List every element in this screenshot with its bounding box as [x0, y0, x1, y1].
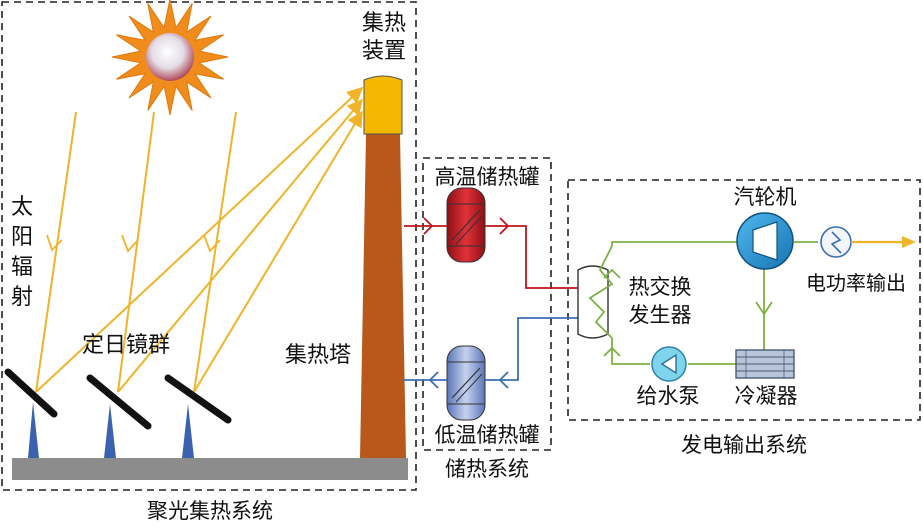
solar-radiation-char-1: 太: [11, 195, 33, 220]
heliostats-label: 定日镜群: [82, 333, 170, 358]
cold-line: [404, 317, 578, 389]
power-output-label: 电功率输出: [806, 271, 906, 295]
lightning-icon: [820, 226, 852, 258]
hot-tank: [446, 187, 486, 263]
heat-exchanger-label-line1: 热交换: [629, 275, 692, 299]
cold-tank-label: 低温储热罐: [435, 423, 540, 447]
triangle-icon: [651, 346, 687, 382]
solar-radiation-char-2: 阳: [11, 225, 33, 250]
ground: [12, 458, 408, 480]
turbine-icon: [736, 212, 794, 270]
power-system-label: 发电输出系统: [681, 433, 807, 457]
heliostat-1: [4, 368, 58, 458]
heat-exchanger-label-line2: 发生器: [629, 303, 692, 327]
tower-label: 集热塔: [285, 343, 351, 368]
solar-radiation-char-3: 辐: [11, 255, 33, 280]
condenser: [735, 349, 795, 379]
solar-radiation-char-4: 射: [11, 285, 33, 310]
concentrating-system-label: 聚光集热系统: [147, 499, 273, 523]
water-loop: [603, 241, 818, 365]
collector-tower: [360, 134, 406, 458]
condenser-label: 冷凝器: [735, 384, 798, 408]
turbine-label: 汽轮机: [734, 185, 797, 209]
feed-pump-label: 给水泵: [637, 384, 700, 408]
solar-rays: [35, 86, 364, 393]
power-output-arrow: [851, 236, 916, 248]
power-system-box: [567, 179, 921, 421]
heat-exchanger: [577, 245, 614, 339]
heliostat-3: [164, 374, 232, 458]
collector-label-line1: 集热: [362, 11, 406, 36]
concentrating-system-box: [1, 1, 417, 491]
sun-icon: [111, 0, 229, 116]
heliostat-2: [86, 374, 152, 458]
storage-system-box: [422, 157, 552, 451]
hot-tank-label: 高温储热罐: [435, 165, 540, 189]
heat-collector: [363, 75, 403, 135]
hot-line: [404, 217, 578, 289]
storage-system-label: 储热系统: [445, 457, 529, 481]
cold-tank: [446, 345, 486, 421]
collector-label-line2: 装置: [362, 39, 406, 64]
